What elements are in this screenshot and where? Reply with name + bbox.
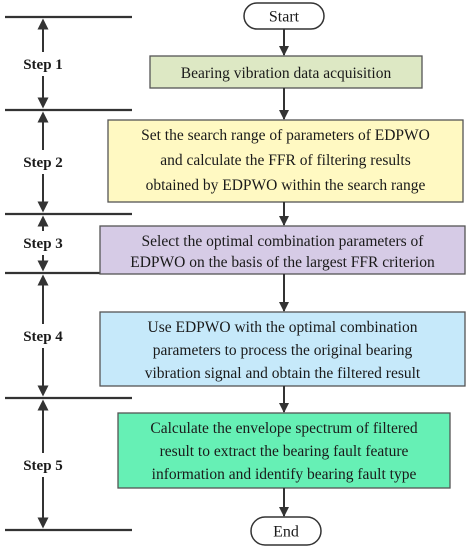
process-box-2 [107,119,464,203]
process-box-1-text: Bearing vibration data acquisition [181,65,392,82]
process-box-3-text: Select the optimal combination parameter… [142,233,425,250]
step-arrows [37,18,49,529]
end-terminal [250,516,322,546]
process-box-3 [99,225,466,275]
arrow-up-icon [37,18,49,30]
arrow-up-icon [37,274,49,286]
arrow-down-icon [37,260,49,272]
process-box-2-text: Set the search range of parameters of ED… [141,127,430,144]
process-box-2-text: and calculate the FFR of filtering resul… [160,152,411,169]
start-label: Start [269,9,300,26]
process-box-5-text: result to extract the bearing fault feat… [160,443,409,460]
step-label-2: Step 2 [23,155,63,171]
step-label-1: Step 1 [23,57,63,73]
step-label-3: Step 3 [23,236,63,252]
arrow-down-icon [37,517,49,529]
process-box-5-text: Calculate the envelope spectrum of filte… [150,420,418,437]
end-label: End [273,524,299,541]
process-box-2-text: obtained by EDPWO within the search rang… [146,177,426,194]
arrow-down-icon [37,97,49,109]
arrow-down-icon [37,385,49,397]
arrow-up-icon [37,111,49,123]
process-box-4-text: vibration signal and obtain the filtered… [145,365,421,382]
arrow-up-icon [37,215,49,227]
step-label-4: Step 4 [23,329,63,345]
arrow-down-icon [37,201,49,213]
process-box-4-text: parameters to process the original beari… [153,342,413,359]
process-box-4-text: Use EDPWO with the optimal combination [148,319,418,336]
arrow-up-icon [37,399,49,411]
process-box-4 [99,311,466,387]
step-label-5: Step 5 [23,458,63,474]
process-box-1 [149,55,423,89]
process-box-3-text: EDPWO on the basis of the largest FFR cr… [130,254,435,271]
process-box-5-text: information and identify bearing fault t… [152,466,417,483]
